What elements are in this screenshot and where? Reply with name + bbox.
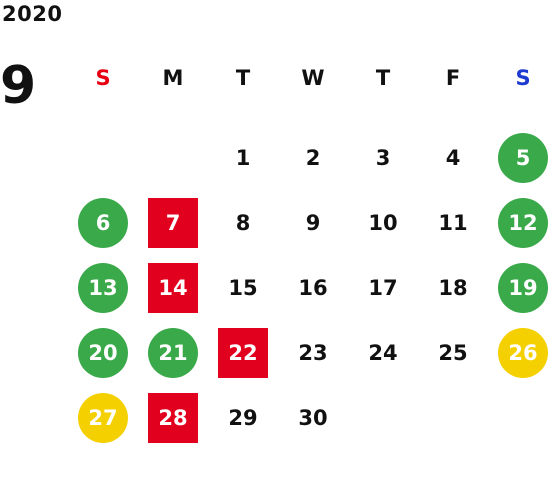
weekday-header-fri: F: [445, 66, 461, 90]
calendar-day: 21: [148, 327, 198, 378]
calendar-day: 6: [78, 197, 128, 248]
day-cell: 9: [278, 190, 348, 255]
day-cell: 26: [488, 320, 548, 385]
day-cell: 22: [208, 320, 278, 385]
weekday-header-thu: T: [375, 66, 391, 90]
day-cell: 21: [138, 320, 208, 385]
calendar-day: 28: [148, 392, 198, 443]
calendar-grid: S M T W T F S 1 2 3 4 5 6 7 8 9 10 11 12…: [68, 60, 548, 450]
day-cell: [68, 125, 138, 190]
calendar-day: 15: [228, 275, 258, 300]
calendar-day: 1: [235, 145, 251, 170]
day-cell: 17: [348, 255, 418, 320]
calendar-day: 26: [498, 327, 548, 378]
day-cell: 8: [208, 190, 278, 255]
day-cell: 6: [68, 190, 138, 255]
calendar-day: 24: [368, 340, 398, 365]
calendar-day: 23: [298, 340, 328, 365]
day-cell: 5: [488, 125, 548, 190]
calendar-day: 13: [78, 262, 128, 313]
day-cell: 10: [348, 190, 418, 255]
calendar-day: 22: [218, 327, 268, 378]
day-cell: 2: [278, 125, 348, 190]
day-cell: 12: [488, 190, 548, 255]
day-cell: 30: [278, 385, 348, 450]
weekday-header-sat: S: [515, 66, 531, 90]
day-cell: [138, 125, 208, 190]
calendar-day: 2: [305, 145, 321, 170]
calendar-day: 11: [438, 210, 468, 235]
calendar-day: 30: [298, 405, 328, 430]
calendar-day: 7: [148, 197, 198, 248]
calendar-day: 19: [498, 262, 548, 313]
calendar-day: 25: [438, 340, 468, 365]
calendar-day: 20: [78, 327, 128, 378]
day-cell: 1: [208, 125, 278, 190]
calendar-day: 8: [235, 210, 251, 235]
day-cell: 23: [278, 320, 348, 385]
calendar-day: 18: [438, 275, 468, 300]
calendar-month: 9: [0, 56, 37, 116]
day-cell: 16: [278, 255, 348, 320]
day-cell: [488, 385, 548, 450]
calendar-day: 27: [78, 392, 128, 443]
weekday-header-wed: W: [301, 66, 325, 90]
calendar-day: 3: [375, 145, 391, 170]
weekday-header-mon: M: [162, 66, 184, 90]
calendar-day: 4: [445, 145, 461, 170]
day-cell: 11: [418, 190, 488, 255]
calendar-day: 12: [498, 197, 548, 248]
day-cell: 24: [348, 320, 418, 385]
day-cell: [418, 385, 488, 450]
day-cell: 15: [208, 255, 278, 320]
weekday-header-sun: S: [95, 66, 111, 90]
calendar-day: 14: [148, 262, 198, 313]
day-cell: 7: [138, 190, 208, 255]
weekday-header-tue: T: [235, 66, 251, 90]
calendar-day: 9: [305, 210, 321, 235]
calendar-day: 17: [368, 275, 398, 300]
calendar-day: 16: [298, 275, 328, 300]
calendar-day: 10: [368, 210, 398, 235]
day-cell: 20: [68, 320, 138, 385]
day-cell: [348, 385, 418, 450]
calendar-year: 2020: [2, 2, 63, 26]
day-cell: 19: [488, 255, 548, 320]
day-cell: 28: [138, 385, 208, 450]
day-cell: 13: [68, 255, 138, 320]
calendar-day: 29: [228, 405, 258, 430]
day-cell: 29: [208, 385, 278, 450]
day-cell: 3: [348, 125, 418, 190]
day-cell: 14: [138, 255, 208, 320]
calendar-day: 5: [498, 132, 548, 183]
day-cell: 4: [418, 125, 488, 190]
day-cell: 25: [418, 320, 488, 385]
day-cell: 27: [68, 385, 138, 450]
day-cell: 18: [418, 255, 488, 320]
